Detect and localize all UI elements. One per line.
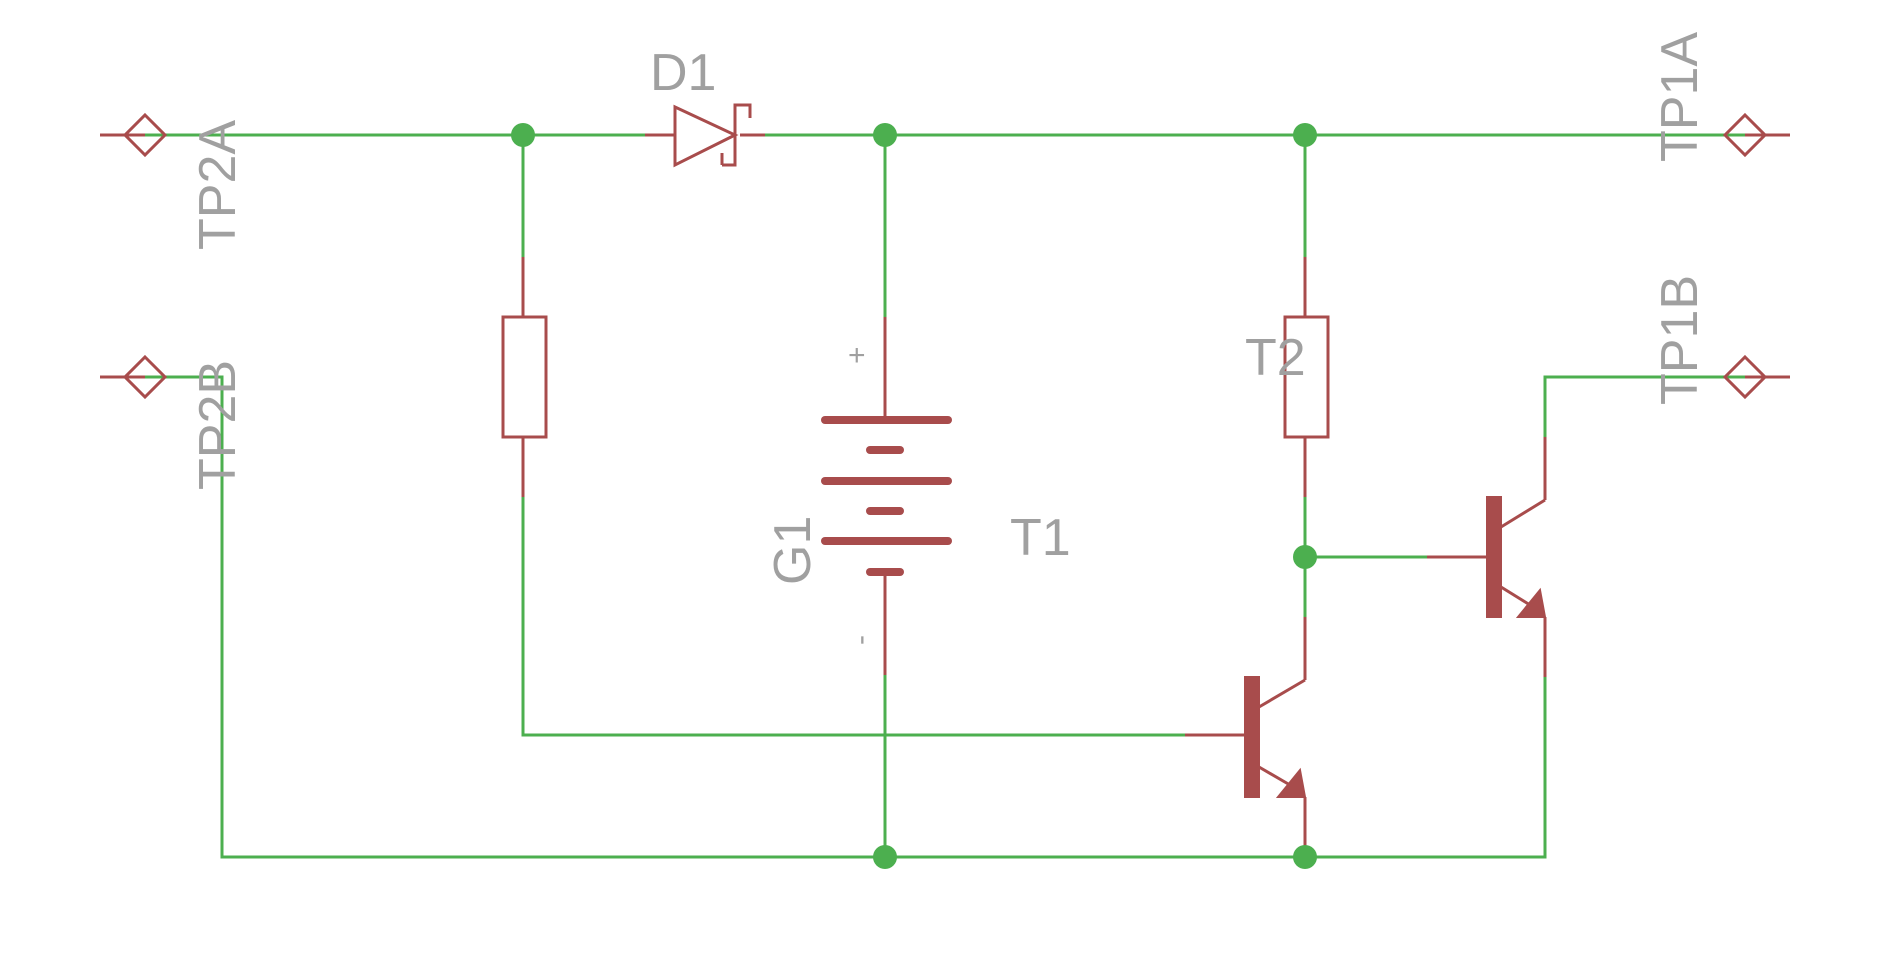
zener-diode-d1[interactable]	[673, 103, 752, 168]
junction-dot	[1293, 123, 1317, 147]
transistor-t2[interactable]	[1427, 437, 1547, 677]
label-battery-minus: -	[844, 635, 877, 645]
wire-bottom-rail	[143, 375, 1547, 859]
junctions	[511, 123, 1317, 869]
tp2a-pad[interactable]	[122, 112, 168, 158]
tp1b-pad[interactable]	[1722, 354, 1768, 400]
label-tp2b: TP2B	[189, 360, 247, 490]
wire-r1-to-t1-base	[521, 495, 1187, 737]
junction-dot	[511, 123, 535, 147]
junction-dot	[1293, 545, 1317, 569]
label-d1: D1	[650, 44, 716, 102]
test-points	[122, 112, 1768, 400]
symbol-leads	[100, 133, 1790, 675]
label-battery-plus: +	[848, 339, 866, 372]
label-t2: T2	[1245, 329, 1306, 387]
label-tp2a: TP2A	[189, 120, 247, 250]
tp1a-pad[interactable]	[1722, 112, 1768, 158]
transistor-t1[interactable]	[1185, 617, 1307, 857]
junction-dot	[873, 123, 897, 147]
junction-dot	[1293, 845, 1317, 869]
label-tp1b: TP1B	[1651, 275, 1709, 405]
junction-dot	[873, 845, 897, 869]
battery-g1[interactable]	[821, 416, 952, 576]
tp2b-pad[interactable]	[122, 354, 168, 400]
label-tp1a: TP1A	[1651, 32, 1709, 162]
labels: D1 TP2A TP2B TP1A TP1B G1 T1 T2 + -	[189, 32, 1709, 645]
resistor-r1[interactable]	[501, 315, 548, 439]
resistor-r2[interactable]	[1283, 315, 1330, 439]
label-t1: T1	[1010, 509, 1071, 567]
label-g1: G1	[764, 516, 822, 585]
wire-t2-collector	[1543, 375, 1747, 439]
wires	[143, 133, 1747, 859]
